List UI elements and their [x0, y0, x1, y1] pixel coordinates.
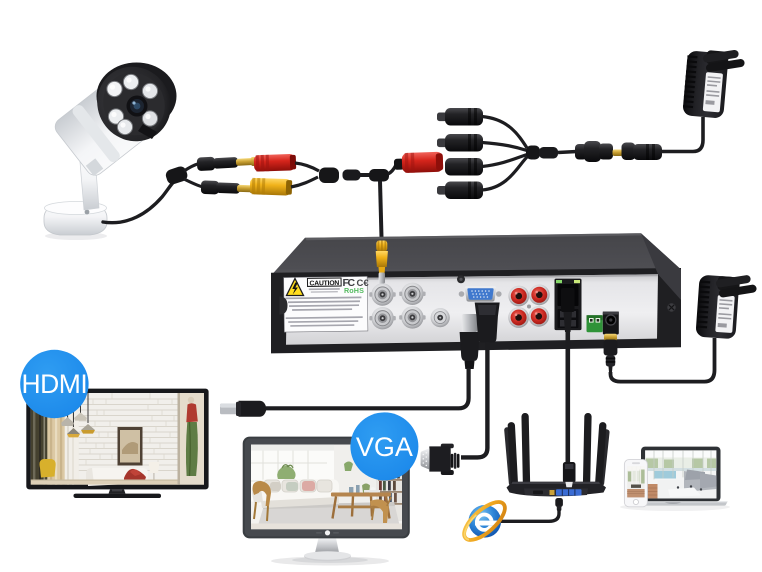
svg-text:RoHS: RoHS — [344, 286, 364, 295]
svg-text:C€: C€ — [357, 278, 370, 289]
svg-text:HDMI: HDMI — [22, 369, 88, 399]
svg-text:FC: FC — [343, 277, 356, 289]
svg-text:CAUTION: CAUTION — [309, 280, 339, 287]
svg-text:VGA: VGA — [356, 432, 413, 462]
